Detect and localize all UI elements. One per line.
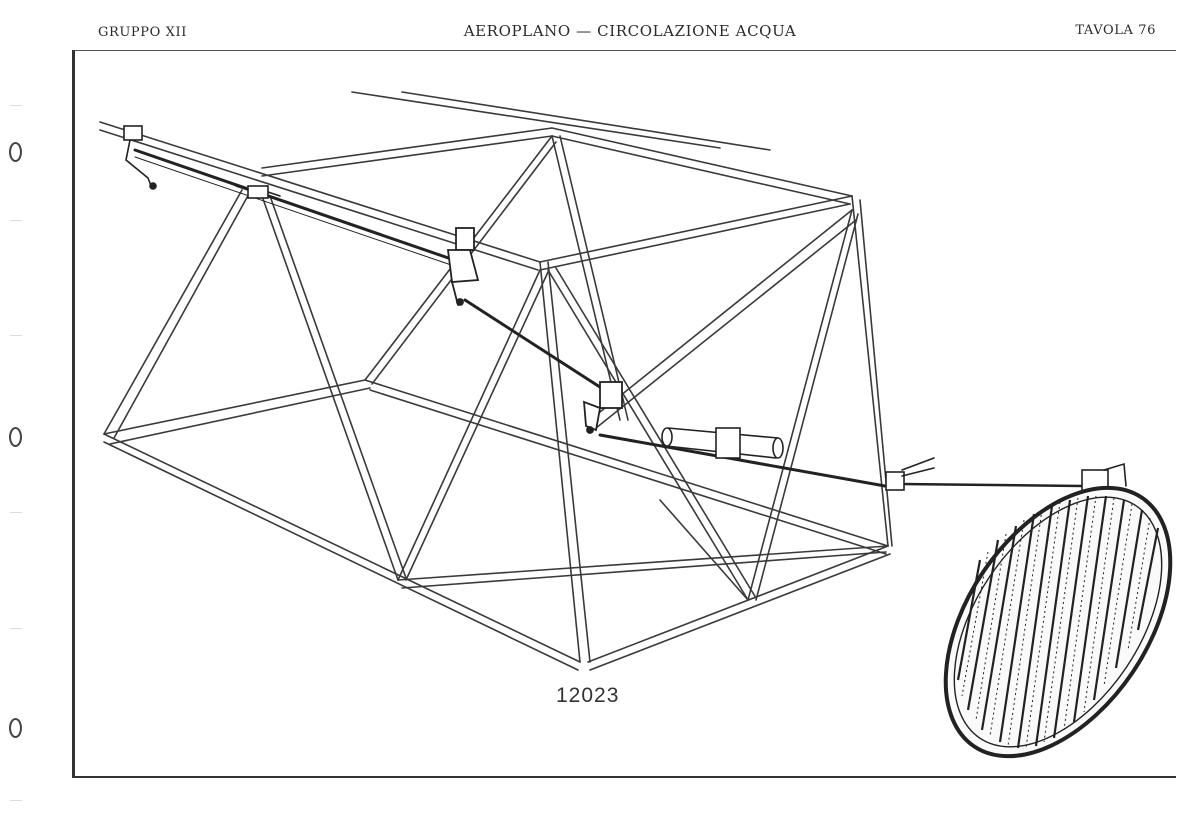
group-label: GRUPPO XII	[98, 25, 187, 40]
control-rod-lower	[598, 433, 887, 488]
punch-hole-bottom	[9, 718, 22, 738]
lower-longeron-left	[103, 433, 581, 671]
front-post-right	[851, 195, 893, 547]
bracket-middle	[235, 185, 281, 199]
side-diagonal-1	[103, 189, 251, 439]
lower-cross-rear	[103, 379, 371, 445]
side-diagonal-3	[397, 269, 549, 581]
rear-diagonal-2	[551, 135, 629, 421]
upper-cross-front	[539, 195, 853, 271]
upper-extension-1	[351, 91, 721, 149]
lower-diagonal	[397, 545, 889, 589]
margin-tick	[10, 628, 22, 629]
radiator-shutter	[943, 485, 1173, 759]
rod-end-fitting	[885, 457, 935, 491]
bell-crank-lower	[582, 381, 623, 434]
margin-tick	[10, 512, 22, 513]
margin-tick	[10, 800, 22, 801]
water-pipe	[661, 427, 784, 459]
water-circulation-linkage	[123, 125, 1127, 493]
side-diagonal-2	[261, 195, 407, 581]
bracket-rear	[123, 125, 157, 190]
margin-tick	[10, 105, 22, 106]
radiator-louvers	[956, 495, 1160, 749]
fuselage-frame	[99, 91, 893, 671]
upper-longeron-rear	[261, 127, 553, 177]
page-header: GRUPPO XII AEROPLANO — CIRCOLAZIONE ACQU…	[0, 22, 1200, 42]
punch-hole-top	[9, 142, 22, 162]
front-post-left	[539, 261, 591, 663]
punch-hole-middle	[9, 427, 22, 447]
front-diagonal-4	[659, 499, 749, 601]
bell-crank-upper	[446, 227, 480, 306]
page-title: AEROPLANO — CIRCOLAZIONE ACQUA	[463, 22, 797, 40]
margin-tick	[10, 335, 22, 336]
lower-longeron-inner	[364, 379, 889, 555]
figure-number: 12023	[556, 684, 620, 707]
upper-extension-2	[401, 91, 771, 151]
plate-label: TAVOLA 76	[1075, 23, 1156, 38]
upper-longeron-right	[551, 127, 853, 205]
control-rod-middle	[463, 298, 622, 402]
radiator-louver-shading	[961, 495, 1151, 749]
radiator-outline	[943, 485, 1173, 759]
front-diagonal-2	[747, 209, 859, 601]
front-diagonal-1	[547, 267, 757, 601]
control-rod-upper	[133, 148, 462, 264]
plate-frame	[72, 50, 1176, 778]
lower-cross-front	[587, 545, 891, 671]
control-rod-radiator	[898, 482, 1084, 488]
margin-tick	[10, 220, 22, 221]
front-diagonal-3	[589, 209, 857, 429]
